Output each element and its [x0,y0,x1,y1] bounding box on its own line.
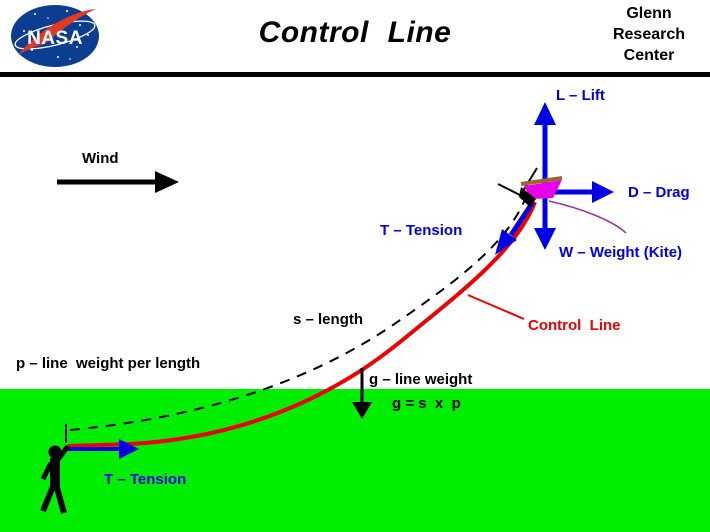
org-name: Glenn Research Center [596,3,702,66]
person-raised-arm [54,444,71,463]
person-left-leg [40,482,57,513]
line-weight-arrow [352,368,372,419]
nasa-logo-globe [11,5,99,67]
nasa-logo-stars [23,10,89,60]
kite-tension-label: T – Tension [380,222,463,239]
ground-tension-label: T – Tension [104,471,187,488]
drag-label: D – Drag [628,184,690,201]
nasa-logo-swoosh [18,9,96,55]
nasa-logo-text: NASA [27,28,83,49]
org-line-1: Glenn [626,5,672,22]
wind-arrow [57,171,179,193]
kite-sail [524,180,562,199]
wind-label: Wind [82,150,119,167]
line-weight-per-length-label: p – line weight per length [16,355,201,372]
kite-underside [519,187,536,207]
weight-arrow [534,197,556,250]
length-label: s – length [293,311,364,328]
kite [497,167,563,207]
person-figure [40,444,71,514]
ground-tension-arrow [68,439,139,459]
kite-leader-curve [548,200,627,234]
line-weight-label: g – line weight [369,371,473,388]
dashed-length-curve [69,191,529,431]
org-line-2: Research [612,26,686,43]
page-title: Control Line [258,16,452,49]
lift-label: L – Lift [556,87,605,104]
weight-label: W – Weight (Kite) [559,244,683,261]
org-line-3: Center [623,47,675,64]
ground [0,389,710,532]
control-line-leader [467,294,525,320]
page-header: NASA Control Line Glenn Research Center [0,0,710,77]
kite-spar [520,176,563,186]
control-line-curve [67,201,537,448]
person-right-leg [53,483,67,514]
control-line-label: Control Line [528,317,621,334]
kite-tension-arrow [495,200,536,255]
line-weight-formula: g = s x p [392,395,461,412]
nasa-logo-icon: NASA [11,5,99,67]
kite-force-diagram: Wind L – Lift D – Drag W – Weight (Kite)… [0,77,710,532]
diagram-drawing [40,102,627,514]
person-lower-arm [40,461,54,481]
